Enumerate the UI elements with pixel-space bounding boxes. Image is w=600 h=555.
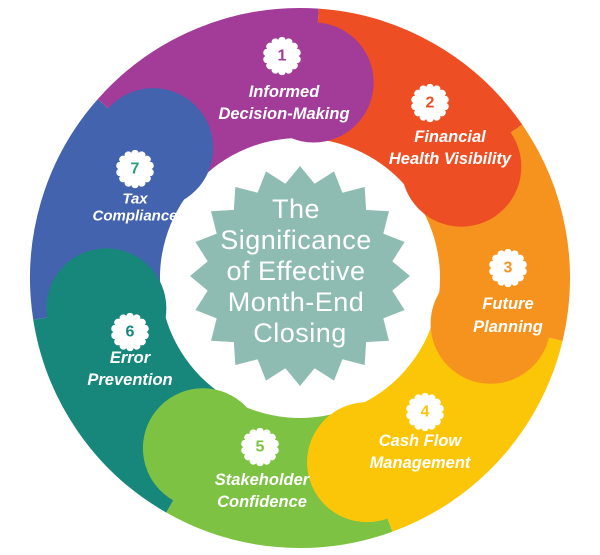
badge-6-number: 6 — [126, 324, 135, 341]
segment-6-label-line-1: Error — [110, 349, 152, 367]
segment-7-label-line-1: Tax — [122, 191, 148, 208]
badge-2-seal — [411, 83, 449, 123]
badge-3-number: 3 — [504, 260, 513, 277]
badge-7-number: 7 — [131, 161, 140, 178]
title-line-5: Closing — [253, 318, 347, 348]
segment-6-label-line-2: Prevention — [87, 371, 172, 389]
segment-2-label-line-2: Health Visibility — [389, 150, 512, 168]
badge-1-number: 1 — [278, 48, 287, 65]
badge-7-seal — [116, 149, 154, 189]
title-line-4: Month-End — [228, 287, 365, 317]
segment-4-label-line-2: Management — [370, 454, 472, 472]
number-badges: 1 2 3 4 5 6 7 — [111, 36, 527, 467]
badge-5-number: 5 — [256, 439, 265, 456]
badge-1-seal — [263, 36, 301, 76]
badge-3-seal — [489, 248, 527, 288]
badge-4-number: 4 — [421, 404, 430, 421]
segment-7-head — [93, 88, 214, 209]
title-line-3: of Effective — [226, 256, 365, 286]
segment-5-head — [142, 388, 263, 509]
segment-5-label-line-2: Confidence — [217, 493, 307, 511]
starburst-badge — [190, 166, 410, 386]
badge-6-seal — [111, 312, 149, 352]
segment-2-head — [401, 106, 522, 227]
segment-3-head — [430, 263, 551, 384]
segment-5-label-line-1: Stakeholder — [215, 471, 311, 489]
segment-2-label-line-1: Financial — [414, 128, 486, 146]
title-line-2: Significance — [220, 225, 372, 255]
badge-2-number: 2 — [426, 95, 435, 112]
segment-1-label-line-2: Decision-Making — [218, 105, 349, 123]
segment-7-label-line-2: Compliance — [92, 208, 177, 225]
segment-3-label-line-1: Future — [482, 295, 533, 313]
badge-5-seal — [241, 427, 279, 467]
segment-4-head — [307, 402, 428, 523]
title-line-1: The — [272, 194, 320, 224]
segment-3-label-line-2: Planning — [473, 318, 543, 336]
badge-4-seal — [406, 392, 444, 432]
segment-1-label-line-1: Informed — [249, 83, 321, 101]
segment-4-label-line-1: Cash Flow — [379, 432, 463, 450]
center-badge: The Significance of Effective Month-End … — [190, 166, 410, 386]
diagram-title: The Significance of Effective Month-End … — [220, 194, 380, 348]
